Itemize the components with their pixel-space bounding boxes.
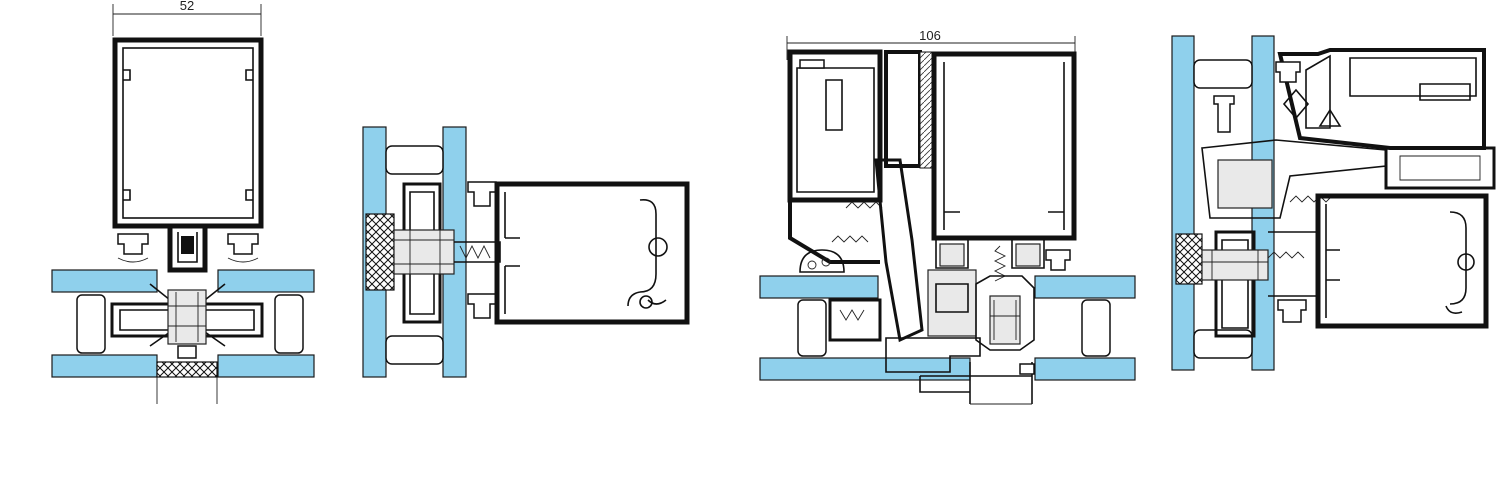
glass-pane — [217, 354, 315, 378]
transom-profile — [1315, 193, 1489, 329]
mullion-profile — [931, 51, 1077, 241]
glass-pane — [759, 275, 879, 299]
mullion-profile — [112, 37, 264, 229]
glass-pane — [1034, 357, 1136, 381]
glass-pane — [1034, 275, 1136, 299]
insulation-strip — [156, 361, 218, 378]
section-2-transom — [362, 126, 690, 378]
dimension-label-52: 52 — [180, 0, 194, 13]
glass-pane — [217, 269, 315, 293]
dimension-label-106: 106 — [919, 28, 941, 43]
section-1-mullion: 52 — [51, 0, 315, 404]
section-3-vent-mullion: 106 — [759, 28, 1136, 405]
glass-pane — [1171, 35, 1195, 371]
transom-profile — [494, 181, 690, 325]
glass-pane — [51, 354, 158, 378]
dimension-106: 106 — [786, 28, 1076, 60]
glass-pane — [51, 269, 158, 293]
section-4-vent-transom — [1171, 35, 1496, 371]
dimension-52: 52 — [112, 0, 262, 36]
